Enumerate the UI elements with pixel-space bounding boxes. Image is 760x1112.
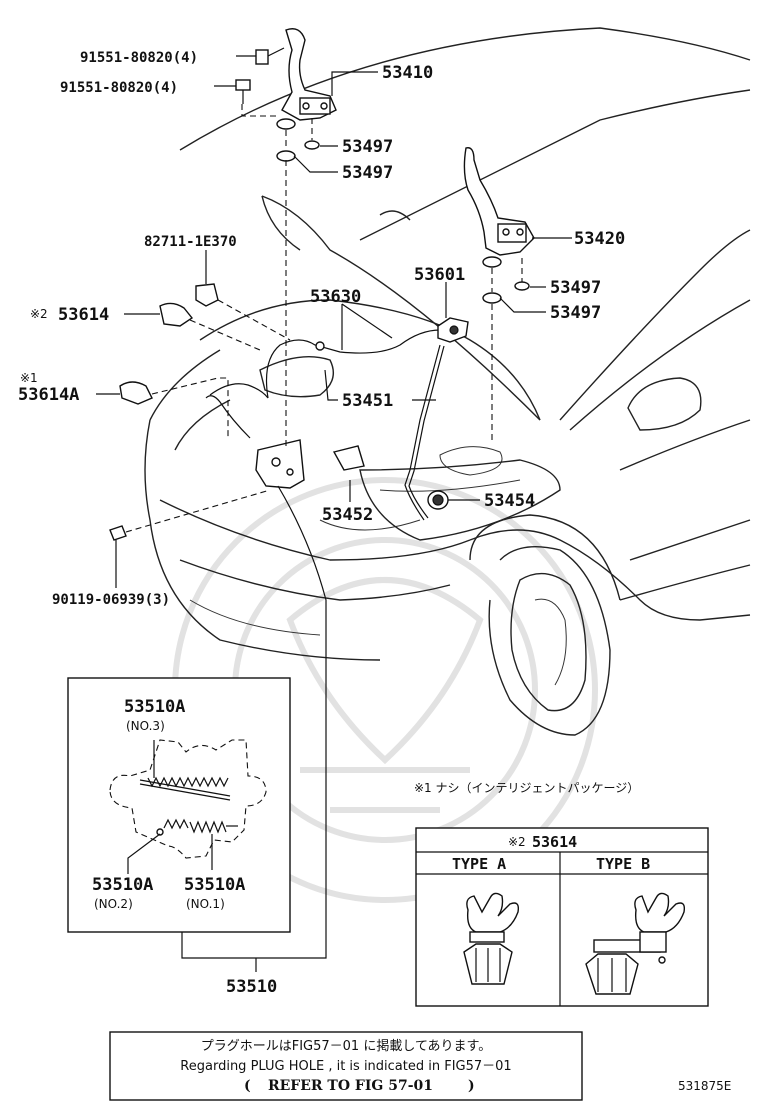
bolt-91551-lower bbox=[235, 79, 251, 104]
label-53510a-no1: 53510A bbox=[184, 875, 245, 895]
spring-coil-no3 bbox=[147, 776, 229, 788]
label-53452: 53452 bbox=[322, 505, 373, 525]
type-b-header: TYPE B bbox=[596, 855, 650, 873]
clip-53614a bbox=[119, 381, 153, 405]
footer-paren-open: ( bbox=[244, 1078, 251, 1094]
label-53497-a: 53497 bbox=[342, 137, 393, 157]
bolt-90119 bbox=[109, 525, 127, 541]
hood-hinge-right bbox=[463, 147, 535, 304]
label-53601: 53601 bbox=[414, 265, 465, 285]
label-53614-mark: ※2 bbox=[30, 307, 48, 321]
type-table-mark: ※2 bbox=[508, 835, 526, 849]
car-body bbox=[144, 27, 751, 736]
label-53497-b: 53497 bbox=[342, 163, 393, 183]
type-a-header: TYPE A bbox=[452, 855, 506, 873]
leader-lines bbox=[96, 55, 572, 959]
support-rod-53451 bbox=[404, 344, 445, 521]
label-53497-d: 53497 bbox=[550, 303, 601, 323]
label-53630: 53630 bbox=[310, 287, 361, 307]
label-53510a-no3: 53510A bbox=[124, 697, 185, 717]
label-53451: 53451 bbox=[342, 391, 393, 411]
footer-line-1: プラグホールはFIG57－01 に掲載してあります。 bbox=[201, 1038, 492, 1054]
footer-refer-link: REFER TO FIG 57-01 bbox=[268, 1078, 433, 1094]
watermark-seal bbox=[172, 477, 598, 903]
label-53614a: 53614A bbox=[18, 385, 79, 405]
label-no2: (NO.2) bbox=[94, 897, 133, 911]
label-53420: 53420 bbox=[574, 229, 625, 249]
label-53510a-no2: 53510A bbox=[92, 875, 153, 895]
release-cable-53630 bbox=[205, 329, 441, 439]
type-table-title: 53614 bbox=[532, 833, 577, 851]
clip-type-table: ※2 53614 TYPE A TYPE B bbox=[415, 827, 709, 1007]
label-53497-c: 53497 bbox=[550, 278, 601, 298]
clip-53614 bbox=[159, 302, 194, 327]
part-number-labels: 91551-80820(4) 91551-80820(4) 53410 5349… bbox=[18, 50, 625, 608]
footer-line-2: Regarding PLUG HOLE , it is indicated in… bbox=[180, 1059, 511, 1074]
hood-hinge-left bbox=[276, 28, 337, 162]
hood-lock-53601 bbox=[437, 317, 469, 343]
label-no1: (NO.1) bbox=[186, 897, 225, 911]
label-53454: 53454 bbox=[484, 491, 535, 511]
label-90119: 90119-06939(3) bbox=[52, 592, 170, 608]
label-53410: 53410 bbox=[382, 63, 433, 83]
figure-id: 531875E bbox=[678, 1079, 731, 1093]
label-53614: 53614 bbox=[58, 305, 109, 325]
clip-82711 bbox=[195, 283, 219, 307]
clip-type-b-drawing bbox=[585, 892, 686, 995]
retainer-53454 bbox=[427, 490, 449, 510]
footer-paren-close: ) bbox=[468, 1078, 475, 1094]
alignment-lines bbox=[125, 104, 523, 533]
label-53614a-mark: ※1 bbox=[20, 371, 38, 385]
spring-inset: 53510A (NO.3) 53510A (NO.2) 53510A (NO.1… bbox=[67, 677, 291, 933]
label-no3: (NO.3) bbox=[126, 719, 165, 733]
clip-type-a-drawing bbox=[463, 892, 520, 985]
note-intelligent-package: ※1 ナシ（インテリジェントパッケージ） bbox=[414, 781, 639, 795]
label-53510: 53510 bbox=[226, 977, 277, 997]
spring-coil-no2-no1 bbox=[156, 818, 238, 836]
label-91551-upper: 91551-80820(4) bbox=[80, 50, 198, 66]
bolt-91551-upper bbox=[255, 47, 285, 65]
label-82711: 82711-1E370 bbox=[144, 234, 237, 250]
hood-latch-assembly bbox=[255, 439, 365, 489]
footer-note-box: プラグホールはFIG57－01 に掲載してあります。 Regarding PLU… bbox=[109, 1031, 583, 1101]
label-91551-lower: 91551-80820(4) bbox=[60, 80, 178, 96]
